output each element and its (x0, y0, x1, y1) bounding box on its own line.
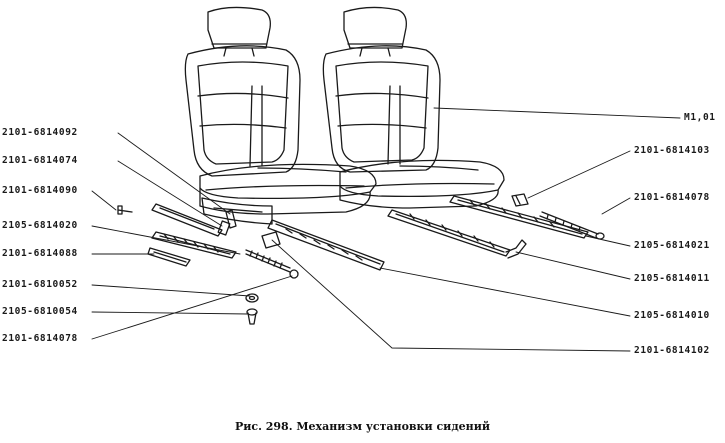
callout-label-2101-6814103: 2101-6814103 (634, 145, 710, 156)
figure-caption: Рис. 298. Механизм установки сидений (234, 420, 491, 433)
right-mechanism-parts (387, 193, 605, 259)
callout-label-2101-6814078-right: 2101-6814078 (634, 192, 710, 203)
leader-lines (91, 107, 681, 352)
callout-label-2105-6814010: 2105-6814010 (634, 310, 710, 321)
left-seat (184, 6, 377, 225)
callout-label-2101-6814078-left: 2101-6814078 (2, 333, 78, 344)
callout-label-2101-6814074: 2101-6814074 (2, 155, 78, 166)
callout-label-2101-6814088: 2101-6814088 (2, 248, 78, 259)
callout-label-2101-6814090: 2101-6814090 (2, 185, 78, 196)
callout-label-2101-6810052: 2101-6810052 (2, 279, 78, 290)
callout-label-2105-6814021: 2105-6814021 (634, 240, 710, 251)
left-mechanism-parts (117, 203, 385, 325)
callout-label-m1-01: M1,01 (684, 112, 716, 123)
callout-label-2105-6814020: 2105-6814020 (2, 220, 78, 231)
callout-label-2101-6814102: 2101-6814102 (634, 345, 710, 356)
callout-label-2105-6814011: 2105-6814011 (634, 273, 710, 284)
right-seat (322, 6, 505, 209)
callout-label-2105-6810054: 2105-6810054 (2, 306, 78, 317)
callout-label-2101-6814092: 2101-6814092 (2, 127, 78, 138)
